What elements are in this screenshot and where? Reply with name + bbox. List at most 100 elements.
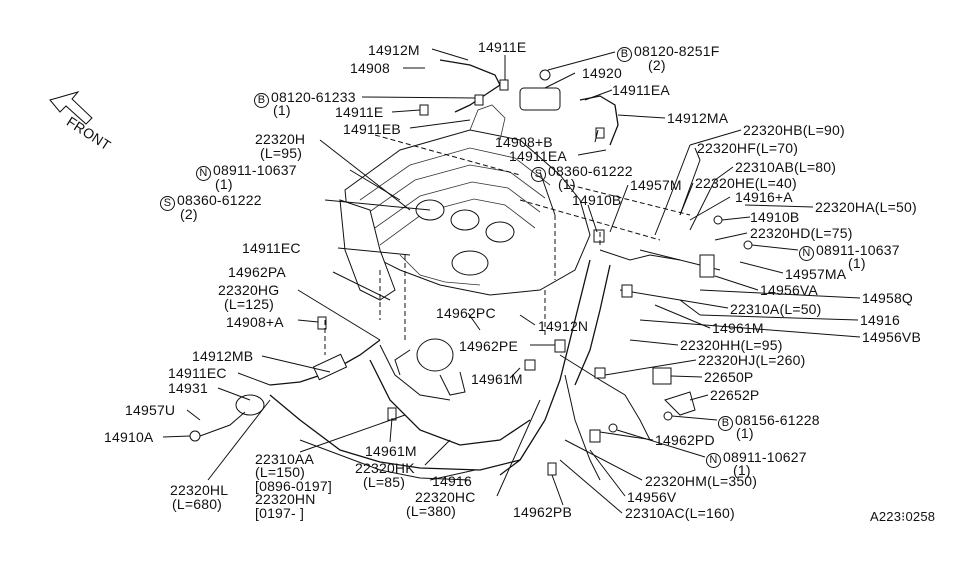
part-label-14962PE: 14962PE bbox=[459, 338, 519, 354]
part-label-14956V: 14956V bbox=[627, 489, 677, 505]
length-label: (L=680) bbox=[172, 496, 223, 512]
part-label-22320HE: 22320HE(L=40) bbox=[695, 175, 797, 191]
part-label-14957MA: 14957MA bbox=[785, 266, 847, 282]
part-label-14957U: 14957U bbox=[125, 402, 176, 418]
length-label: (L=95) bbox=[260, 145, 303, 161]
part-label-14911EA: 14911EA bbox=[509, 148, 567, 164]
part-label-22320HK: 22320HK bbox=[355, 460, 415, 476]
part-label-22310AB: 22310AB(L=80) bbox=[735, 159, 837, 175]
part-label-14962PB: 14962PB bbox=[513, 504, 573, 520]
qty-label: (2) bbox=[180, 206, 198, 222]
part-label-22320HC: 22320HC bbox=[415, 489, 476, 505]
part-label-14916: 14916 bbox=[432, 473, 472, 489]
bolt-icon bbox=[539, 69, 551, 81]
part-label-22320HH: 22320HH(L=95) bbox=[680, 337, 783, 353]
length-label: (L=85) bbox=[363, 474, 406, 490]
part-label-14931: 14931 bbox=[168, 380, 208, 396]
valve-14920 bbox=[519, 87, 561, 111]
qty-label: (1) bbox=[733, 462, 751, 478]
part-label-22320HF: 22320HF(L=70) bbox=[697, 140, 799, 156]
part-label-14908A: 14908+A bbox=[226, 314, 284, 330]
qty-label: (2) bbox=[648, 57, 666, 73]
part-label-14920: 14920 bbox=[582, 65, 622, 81]
part-label-14908: 14908 bbox=[350, 60, 390, 76]
part-label-14911E: 14911E bbox=[478, 39, 527, 55]
part-label-22320HL: 22320HL bbox=[170, 482, 229, 498]
length-label: (L=380) bbox=[406, 503, 457, 519]
nut-marker-icon: N bbox=[706, 453, 721, 468]
part-label-22320H: 22320H bbox=[255, 131, 306, 147]
part-label-14910B: 14910B bbox=[750, 209, 800, 225]
part-label-22320HA: 22320HA(L=50) bbox=[815, 199, 917, 215]
part-label-14911EA: 14911EA bbox=[612, 82, 670, 98]
part-label-14911EC: 14911EC bbox=[168, 365, 227, 381]
part-label-14911EC: 14911EC bbox=[242, 240, 301, 256]
part-label-14912MB: 14912MB bbox=[192, 348, 254, 364]
canister bbox=[416, 338, 454, 372]
part-label-14956VA: 14956VA bbox=[760, 282, 818, 298]
part-label-14912MA: 14912MA bbox=[667, 110, 729, 126]
part-label-14957M: 14957M bbox=[630, 177, 682, 193]
bolt-marker-icon: B bbox=[718, 416, 733, 431]
qty-label: (1) bbox=[736, 425, 754, 441]
valve-14931 bbox=[235, 394, 265, 416]
part-label-14961M: 14961M bbox=[471, 371, 523, 387]
part-label-14916A: 14916+A bbox=[735, 189, 793, 205]
bracket-22652P bbox=[664, 391, 696, 416]
part-label-14912M: 14912M bbox=[368, 42, 420, 58]
screw-marker-icon: S bbox=[531, 167, 546, 182]
length-label: (L=150) bbox=[255, 464, 306, 480]
part-label-14956VB: 14956VB bbox=[862, 329, 922, 345]
part-label-22650P: 22650P bbox=[704, 369, 754, 385]
screw-marker-icon: S bbox=[160, 196, 175, 211]
part-label-22320HJ: 22320HJ(L=260) bbox=[698, 352, 806, 368]
part-label-22320HM: 22320HM(L=350) bbox=[645, 473, 758, 489]
qty-label: (1) bbox=[273, 102, 291, 118]
nut-marker-icon: N bbox=[799, 246, 814, 261]
part-label-22652P: 22652P bbox=[710, 387, 760, 403]
part-label-22320HD: 22320HD(L=75) bbox=[750, 225, 853, 241]
part-label-22320HG: 22320HG bbox=[218, 282, 280, 298]
qty-label: (1) bbox=[848, 255, 866, 271]
qty-label: (1) bbox=[215, 176, 233, 192]
part-label-14962PD: 14962PD bbox=[655, 432, 715, 448]
part-label-14916: 14916 bbox=[860, 312, 900, 328]
footer-code: A223⁝0258 bbox=[870, 509, 936, 524]
qty-label: (1) bbox=[558, 176, 576, 192]
bolt-marker-icon: B bbox=[254, 93, 269, 108]
nut-marker-icon: N bbox=[196, 166, 211, 181]
long-hose-22320HL bbox=[269, 394, 521, 471]
part-label-22310AA: 22310AA bbox=[255, 451, 315, 467]
part-label-22320HB: 22320HB(L=90) bbox=[743, 122, 845, 138]
part-label-14962PC: 14962PC bbox=[436, 305, 496, 321]
part-label-14958Q: 14958Q bbox=[862, 290, 914, 306]
part-label-14910B: 14910B bbox=[572, 192, 622, 208]
front-arrow-icon bbox=[49, 91, 93, 125]
part-label-22320HN: 22320HN bbox=[255, 491, 316, 507]
part-label-14962PA: 14962PA bbox=[228, 264, 286, 280]
upper-hose-14912M bbox=[439, 59, 501, 113]
part-label-14961M: 14961M bbox=[712, 320, 764, 336]
part-label-14911E: 14911E bbox=[335, 104, 384, 120]
part-label-22310A: 22310A(L=50) bbox=[730, 301, 822, 317]
part-label-14912N: 14912N bbox=[538, 318, 589, 334]
part-label-14961M: 14961M bbox=[365, 443, 417, 459]
part-label-14911EB: 14911EB bbox=[343, 121, 401, 137]
engine-manifold-drawing bbox=[339, 104, 591, 301]
date-range-label: [0896-0197] bbox=[255, 478, 332, 494]
length-label: (L=125) bbox=[224, 296, 275, 312]
connector-22650P bbox=[652, 367, 672, 385]
part-label-14910A: 14910A bbox=[104, 429, 154, 445]
part-label-22310AC: 22310AC(L=160) bbox=[625, 505, 735, 521]
date-range-label: [0197- ] bbox=[255, 505, 305, 521]
